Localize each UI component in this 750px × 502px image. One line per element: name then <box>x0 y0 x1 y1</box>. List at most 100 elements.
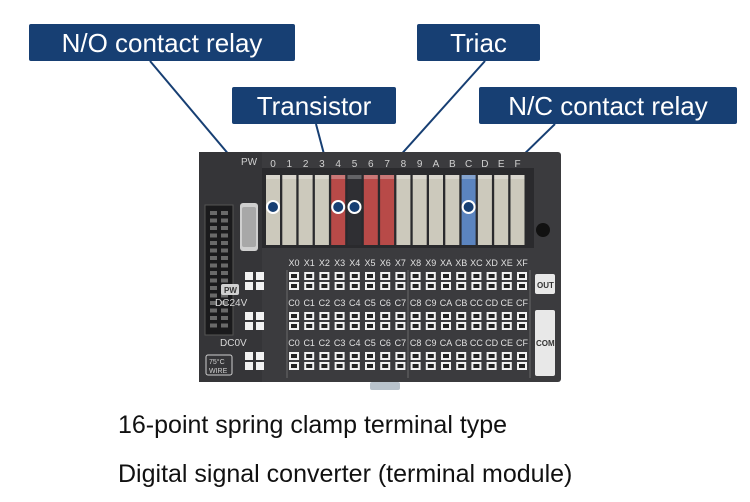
spring-clamp <box>245 322 253 330</box>
connector-pin <box>210 308 217 313</box>
pw-led-label: PW <box>241 157 258 168</box>
no-relay-relay-3 <box>314 175 329 245</box>
spring-clamp <box>245 352 253 360</box>
terminal-label: CC <box>470 338 483 348</box>
channel-label: 3 <box>319 159 325 170</box>
terminal-label: CA <box>440 298 453 308</box>
channel-label: 8 <box>401 159 407 170</box>
terminal-label: XA <box>440 258 452 268</box>
channel-label: 4 <box>335 159 341 170</box>
connector-pin <box>221 248 228 253</box>
terminal-label: CD <box>485 338 498 348</box>
terminal-label: C4 <box>349 298 361 308</box>
terminal-label: C2 <box>319 338 331 348</box>
callout-marker <box>347 200 362 214</box>
com-badge <box>535 310 555 376</box>
wire-badge <box>205 354 233 376</box>
terminal-label: C9 <box>425 298 437 308</box>
connector-pin <box>210 226 217 230</box>
channel-label: F <box>514 159 520 170</box>
terminal-label: C9 <box>425 338 437 348</box>
connector-pins <box>210 211 228 328</box>
connector-pin <box>221 218 228 223</box>
terminal-label: C7 <box>395 298 407 308</box>
terminal-label: X3 <box>334 258 345 268</box>
terminal-label: X1 <box>304 258 315 268</box>
com-label: COM <box>536 339 555 348</box>
terminal-label: X0 <box>288 258 299 268</box>
caption-line-2: Digital signal converter (terminal modul… <box>118 460 573 488</box>
terminal-label: X7 <box>395 258 406 268</box>
connector-pin <box>210 241 217 245</box>
spring-clamp <box>245 272 253 280</box>
spring-clamp <box>256 282 264 290</box>
terminal-label: XF <box>516 258 528 268</box>
connector-pin <box>210 248 217 253</box>
terminal-label: C8 <box>410 298 422 308</box>
channel-label: 2 <box>303 159 309 170</box>
terminal-label: C1 <box>303 338 315 348</box>
channel-label: A <box>433 159 440 170</box>
callout-transistor: Transistor <box>232 87 396 124</box>
caption-line-1: 16-point spring clamp terminal type <box>118 411 508 439</box>
spring-clamp <box>256 322 264 330</box>
terminal-label: CB <box>455 338 468 348</box>
din-clip <box>370 382 400 390</box>
connector-pin <box>210 323 217 328</box>
connector-pin <box>221 256 228 260</box>
no-relay-relay-B <box>445 175 460 245</box>
spring-clamp <box>256 352 264 360</box>
connector-pin <box>210 301 217 305</box>
terminal-label: CA <box>440 338 453 348</box>
connector-pin <box>221 233 228 238</box>
terminal-label: C1 <box>303 298 315 308</box>
no-relay-relay-A <box>429 175 443 245</box>
transistor-relay-7 <box>380 175 395 245</box>
connector-pin <box>221 293 228 298</box>
no-relay-relay-F <box>510 175 525 245</box>
connector-pin <box>221 241 228 245</box>
dc0v-label: DC0V <box>220 338 247 349</box>
no-relay-relay-E <box>494 175 509 245</box>
terminal-label: CF <box>516 338 528 348</box>
terminal-label: XE <box>501 258 513 268</box>
spring-clamp <box>256 272 264 280</box>
connector-pin <box>221 308 228 313</box>
terminal-label: X2 <box>319 258 330 268</box>
callout-triac: Triac <box>417 24 540 61</box>
connector-pin <box>221 211 228 215</box>
transistor-relay-6 <box>363 175 378 245</box>
terminal-label: CB <box>455 298 468 308</box>
terminal-label: CE <box>501 338 514 348</box>
terminal-label: X6 <box>380 258 391 268</box>
spring-clamp <box>256 362 264 370</box>
connector-pin <box>210 233 217 238</box>
channel-label: 7 <box>384 159 390 170</box>
terminal-label: CE <box>501 298 514 308</box>
callout-nc-relay: N/C contact relay <box>479 87 737 124</box>
terminal-label: CD <box>485 298 498 308</box>
connector-pin <box>221 226 228 230</box>
terminal-label: C0 <box>288 338 300 348</box>
terminal-label: C8 <box>410 338 422 348</box>
terminal-label: CC <box>470 298 483 308</box>
connector-pin <box>221 278 228 283</box>
ribbon-connector <box>204 204 234 336</box>
pw-badge <box>221 284 239 295</box>
spring-clamp <box>245 282 253 290</box>
channel-label: 0 <box>270 159 276 170</box>
connector-pin <box>210 286 217 290</box>
callout-marker <box>461 200 476 214</box>
terminal-label: X4 <box>349 258 360 268</box>
spring-clamp <box>245 312 253 320</box>
terminal-label: XD <box>485 258 498 268</box>
connector-pin <box>221 301 228 305</box>
out-label: OUT <box>537 281 554 290</box>
channel-label: 9 <box>417 159 423 170</box>
terminal-label: XB <box>455 258 467 268</box>
wire-label-wire: WIRE <box>209 368 228 375</box>
wire-label-temp: 75°C <box>209 358 225 366</box>
